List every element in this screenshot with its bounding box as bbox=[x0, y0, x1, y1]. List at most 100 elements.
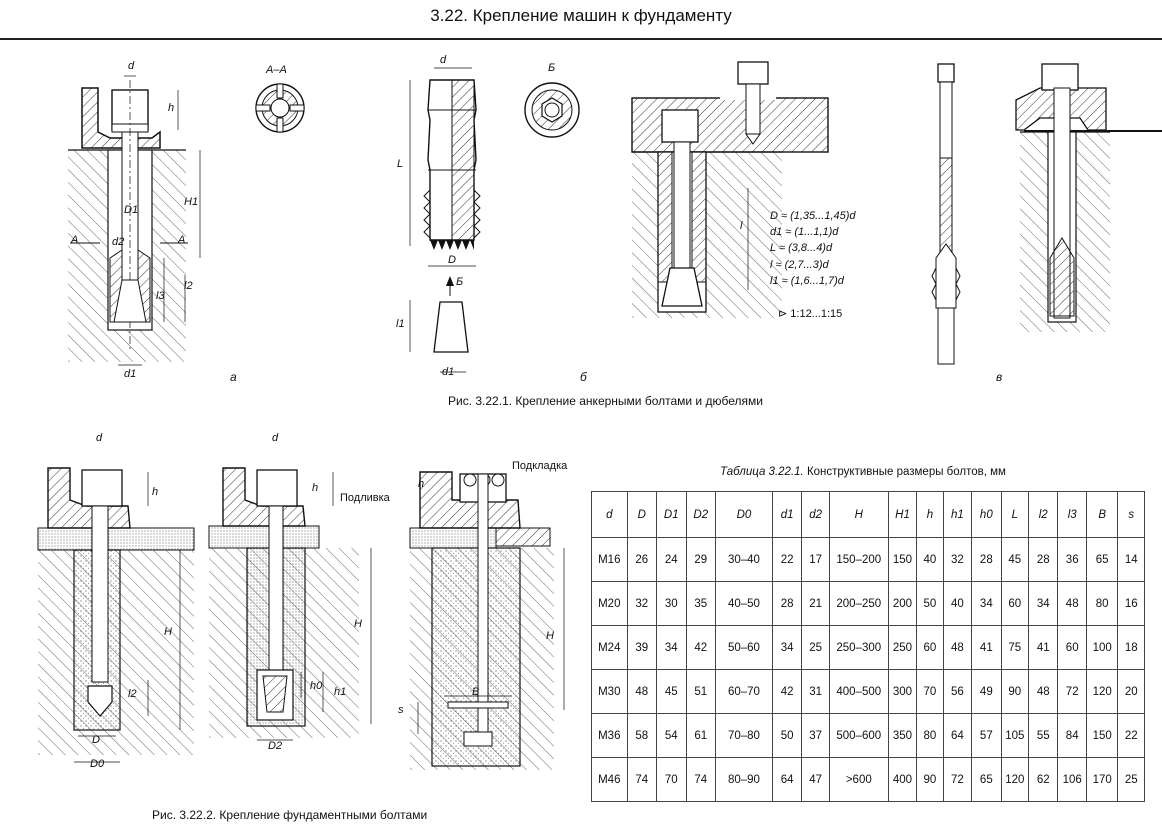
view-b-drawing bbox=[524, 82, 580, 138]
table-cell: 74 bbox=[685, 757, 716, 802]
table-cell: 22 bbox=[771, 537, 803, 582]
table-cell: 90 bbox=[916, 757, 944, 802]
table-cell: 32 bbox=[942, 537, 973, 582]
table-cell: 21 bbox=[801, 581, 830, 626]
dim-label-l: l bbox=[740, 220, 743, 232]
table-cell: >600 bbox=[828, 757, 889, 802]
table-cell: 55 bbox=[1027, 713, 1059, 758]
table-cell-thread: M20 bbox=[591, 581, 628, 626]
section-label-a-right: A bbox=[178, 234, 186, 246]
table-cell-thread: M46 bbox=[591, 757, 628, 802]
table-cell: 45 bbox=[1000, 537, 1030, 582]
table-cell: 65 bbox=[1085, 537, 1119, 582]
table-caption-number: Таблица 3.22.1. bbox=[720, 466, 804, 478]
table-cell: 250 bbox=[887, 625, 918, 670]
table-cell: 58 bbox=[626, 713, 658, 758]
dim-label-H1: H1 bbox=[184, 196, 199, 208]
table-cell-thread: M24 bbox=[591, 625, 628, 670]
table-caption-text: Конструктивные размеры болтов, мм bbox=[806, 466, 1006, 478]
table-cell-thread: M30 bbox=[591, 669, 628, 714]
dim-label-l2-f1: l2 bbox=[128, 688, 137, 700]
dim-label-d1-b: d1 bbox=[442, 366, 455, 378]
col-header: d1 bbox=[771, 491, 803, 538]
table-cell: 400 bbox=[887, 757, 918, 802]
table-cell: 42 bbox=[771, 669, 803, 714]
table-cell: 48 bbox=[626, 669, 658, 714]
table-cell: 18 bbox=[1117, 625, 1145, 670]
table-cell: 40 bbox=[942, 581, 973, 626]
table-cell: 49 bbox=[971, 669, 1002, 714]
col-header: s bbox=[1117, 491, 1145, 538]
dowel-drawing-b bbox=[409, 67, 481, 373]
table-cell: 34 bbox=[656, 625, 687, 670]
table-cell: 25 bbox=[1117, 757, 1145, 802]
dim-label-d-f2: d bbox=[272, 432, 279, 444]
table-cell: 50 bbox=[771, 713, 803, 758]
dim-label-l3: l3 bbox=[156, 290, 165, 302]
dim-label-D1: D1 bbox=[124, 204, 139, 216]
foundation-bolt-drawing-2 bbox=[208, 467, 372, 741]
table-cell: 200 bbox=[887, 581, 918, 626]
section-title-aa: А–А bbox=[266, 64, 287, 76]
table-cell-thread: M16 bbox=[591, 537, 628, 582]
page-title: 3.22. Крепление машин к фундаменту bbox=[430, 6, 732, 25]
col-header: h bbox=[916, 491, 944, 538]
figure-letter-b: б bbox=[580, 370, 587, 384]
table-cell: 100 bbox=[1085, 625, 1119, 670]
dim-label-D0-f1: D0 bbox=[90, 758, 105, 770]
col-header: H bbox=[828, 491, 889, 538]
table-cell: 200–250 bbox=[828, 581, 889, 626]
figure1-caption: Рис. 3.22.1. Крепление анкерными болтами… bbox=[448, 394, 763, 408]
table-cell: 56 bbox=[942, 669, 973, 714]
dim-label-h-f3: h bbox=[418, 478, 425, 490]
table-header-row: d D D1 D2 D0 d1 d2 H H1 h h1 h0 L l2 l3 … bbox=[591, 491, 1145, 538]
table-cell: 60–70 bbox=[714, 669, 773, 714]
label-podlivka: Подливка bbox=[340, 492, 390, 504]
foundation-bolt-drawing-1 bbox=[37, 467, 195, 763]
table-cell: 50–60 bbox=[714, 625, 773, 670]
table-cell: 45 bbox=[656, 669, 687, 714]
table-cell: 250–300 bbox=[828, 625, 889, 670]
table-cell: 70–80 bbox=[714, 713, 773, 758]
col-header: H1 bbox=[887, 491, 918, 538]
table-cell: 120 bbox=[1000, 757, 1030, 802]
table-cell: 48 bbox=[1027, 669, 1059, 714]
table-cell: 70 bbox=[656, 757, 687, 802]
table-cell: 29 bbox=[685, 537, 716, 582]
table-cell: 350 bbox=[887, 713, 918, 758]
view-label-b: Б bbox=[456, 276, 464, 288]
table-cell: 30 bbox=[656, 581, 687, 626]
table-cell: 34 bbox=[771, 625, 803, 670]
figure2-caption: Рис. 3.22.2. Крепление фундаментными бол… bbox=[152, 808, 428, 822]
figure-letter-a: а bbox=[230, 370, 237, 384]
table-cell: 75 bbox=[1000, 625, 1030, 670]
table-cell: 20 bbox=[1117, 669, 1145, 714]
col-header: D2 bbox=[685, 491, 716, 538]
table-cell: 74 bbox=[626, 757, 658, 802]
section-label-a-left: A bbox=[71, 234, 79, 246]
dim-label-l1: l1 bbox=[396, 318, 405, 330]
col-header: d bbox=[591, 491, 628, 538]
table-cell: 28 bbox=[971, 537, 1002, 582]
table-caption: Таблица 3.22.1. Конструктивные размеры б… bbox=[720, 466, 1006, 478]
view-title-b: Б bbox=[548, 62, 556, 74]
table-cell: 14 bbox=[1117, 537, 1145, 582]
table-cell: 34 bbox=[1027, 581, 1059, 626]
table-cell: 41 bbox=[971, 625, 1002, 670]
table-cell: 31 bbox=[801, 669, 830, 714]
table-cell: 150–200 bbox=[828, 537, 889, 582]
table-cell: 60 bbox=[916, 625, 944, 670]
table-cell: 39 bbox=[626, 625, 658, 670]
dim-label-H-f2: H bbox=[354, 618, 362, 630]
table-cell: 60 bbox=[1057, 625, 1087, 670]
table-cell: 60 bbox=[1000, 581, 1030, 626]
table-cell: 170 bbox=[1085, 757, 1119, 802]
table-cell: 22 bbox=[1117, 713, 1145, 758]
table-cell: 40–50 bbox=[714, 581, 773, 626]
dim-label-h: h bbox=[168, 102, 175, 114]
col-header: B bbox=[1085, 491, 1119, 538]
table-cell: 36 bbox=[1057, 537, 1087, 582]
